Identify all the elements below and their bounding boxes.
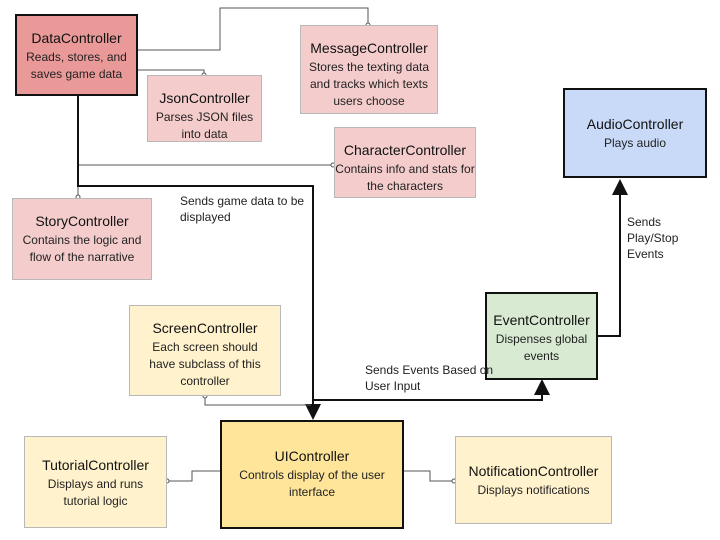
character-controller-title: CharacterController (343, 142, 467, 158)
tutorial-controller-title: TutorialController (42, 457, 149, 473)
story-controller-node[interactable]: StoryController Contains the logic and f… (12, 198, 152, 280)
event-controller-title: EventController (493, 312, 590, 328)
audio-controller-title: AudioController (586, 116, 684, 132)
audio-controller-node[interactable]: AudioController Plays audio (563, 88, 707, 178)
ui-controller-node[interactable]: UIController Controls display of the use… (220, 420, 404, 529)
story-controller-desc: Contains the logic and flow of the narra… (22, 233, 142, 264)
tutorial-controller-node[interactable]: TutorialController Displays and runs tut… (24, 436, 167, 528)
notification-controller-node[interactable]: NotificationController Displays notifica… (455, 436, 612, 524)
notification-controller-desc: Displays notifications (477, 483, 590, 497)
event-controller-desc: Dispenses global events (495, 332, 588, 363)
edge-label-game-data: Sends game data to be displayed (180, 193, 312, 225)
link-ui-notification (404, 470, 453, 482)
event-controller-node[interactable]: EventController Dispenses global events (485, 292, 598, 380)
edge-label-play-stop: Sends Play/Stop Events (627, 214, 689, 262)
tutorial-controller-desc: Displays and runs tutorial logic (47, 477, 144, 508)
data-controller-node[interactable]: DataController Reads, stores, and saves … (15, 14, 138, 96)
audio-controller-desc: Plays audio (603, 136, 667, 150)
message-controller-desc: Stores the texting data and tracks which… (308, 60, 430, 108)
link-data-to-ui (77, 96, 321, 420)
json-controller-desc: Parses JSON files into data (155, 110, 254, 141)
data-controller-title: DataController (31, 30, 122, 46)
ui-controller-desc: Controls display of the user interface (239, 468, 385, 499)
screen-controller-title: ScreenController (152, 320, 258, 336)
edge-label-game-data-text: Sends game data to be displayed (180, 194, 305, 224)
message-controller-node[interactable]: MessageController Stores the texting dat… (300, 25, 438, 114)
link-ui-tutorial (168, 470, 220, 482)
json-controller-title: JsonController (159, 90, 250, 106)
link-event-to-audio (598, 179, 628, 337)
screen-controller-node[interactable]: ScreenController Each screen should have… (129, 305, 281, 396)
edge-label-user-input-text: Sends Events Based on User Input (365, 363, 494, 393)
character-controller-desc: Contains info and stats for the characte… (335, 162, 475, 193)
message-controller-title: MessageController (310, 40, 428, 56)
edge-label-play-stop-text: Sends Play/Stop Events (627, 215, 679, 261)
json-controller-node[interactable]: JsonController Parses JSON files into da… (147, 75, 262, 142)
character-controller-node[interactable]: CharacterController Contains info and st… (334, 127, 476, 198)
screen-controller-desc: Each screen should have subclass of this… (149, 340, 261, 388)
edge-label-user-input: Sends Events Based on User Input (365, 362, 505, 394)
data-controller-desc: Reads, stores, and saves game data (26, 50, 127, 81)
story-controller-title: StoryController (35, 213, 129, 229)
notification-controller-title: NotificationController (468, 463, 599, 479)
ui-controller-title: UIController (274, 448, 350, 464)
link-data-message (138, 7, 369, 51)
link-ui-to-event (313, 379, 550, 401)
link-screen-ui (204, 396, 311, 406)
